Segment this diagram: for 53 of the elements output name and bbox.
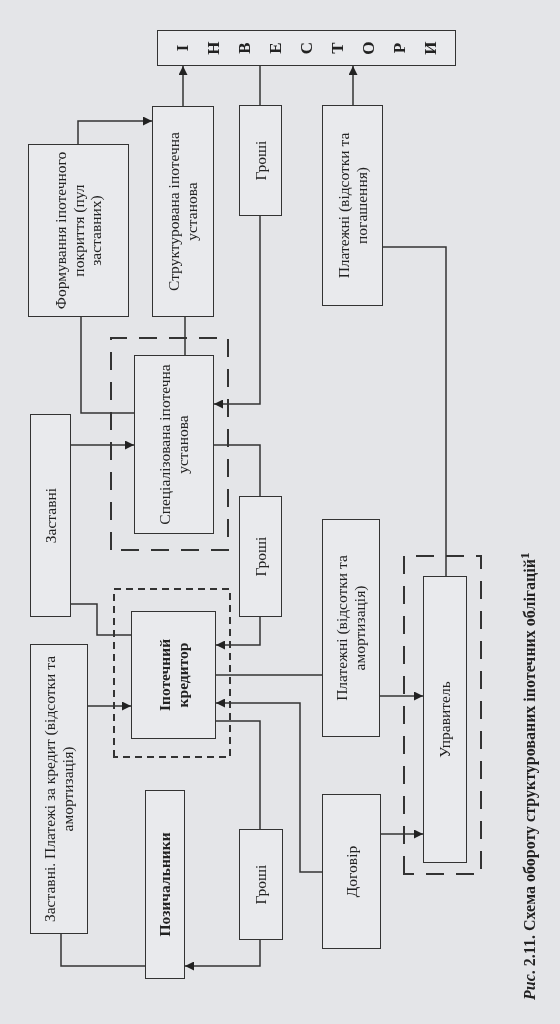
arrow <box>178 65 188 107</box>
process-box <box>28 144 129 317</box>
node-label: Формування іпотечного покриття (пул заставних) <box>51 151 106 310</box>
dashed-frame <box>110 337 229 551</box>
connector-line <box>382 246 447 577</box>
process-box <box>423 576 467 863</box>
node-label: Спеціалізована іпотечна установа <box>156 363 192 527</box>
arrow <box>379 691 424 701</box>
process-box <box>152 106 214 317</box>
process-box <box>157 30 456 66</box>
node-label: Платежні (відсотки та амортизація) <box>333 554 369 703</box>
connector-line <box>215 720 261 830</box>
node-label: Гроші <box>252 864 270 905</box>
connector-line <box>215 674 323 676</box>
connector-line <box>70 603 132 636</box>
arrow <box>215 616 261 650</box>
node-label: Договір <box>342 845 361 898</box>
process-box <box>322 105 383 306</box>
arrow <box>215 698 323 873</box>
node-label: Платежні (відсотки та погашення) <box>334 131 371 281</box>
connector-line <box>80 316 135 414</box>
node-label: Структурована іпотечна установа <box>165 131 201 293</box>
connector-line <box>60 933 146 967</box>
arrow <box>380 829 424 839</box>
process-box <box>322 794 381 949</box>
node-label: Гроші <box>251 536 270 577</box>
arrow <box>184 939 261 971</box>
connector-line <box>259 65 261 106</box>
process-box <box>131 611 216 739</box>
arrow <box>77 116 153 145</box>
arrow <box>87 701 132 711</box>
node-label: Гроші <box>251 140 270 181</box>
process-box <box>239 496 282 617</box>
process-box <box>145 790 185 979</box>
process-box <box>239 105 282 216</box>
arrow <box>70 440 135 450</box>
node-label: ІНВЕСТОРИ <box>172 40 441 57</box>
process-box <box>322 519 380 737</box>
arrow <box>213 215 261 409</box>
process-box <box>239 829 283 940</box>
connector-line <box>184 316 186 356</box>
process-box <box>134 355 214 534</box>
node-label: Позичальники <box>156 832 174 937</box>
node-label: Іпотечний кредитор <box>155 637 192 714</box>
node-label: Заставні <box>41 487 60 544</box>
node-label: Заставні. Платежі за кредит (відсотки та амортизація) <box>41 654 77 925</box>
arrow <box>348 65 358 106</box>
process-box <box>30 414 71 617</box>
connector-line <box>213 444 261 497</box>
dashed-frame <box>403 555 482 875</box>
process-box <box>30 644 88 934</box>
dashed-frame <box>113 588 231 758</box>
node-label: Управитель <box>436 681 454 758</box>
